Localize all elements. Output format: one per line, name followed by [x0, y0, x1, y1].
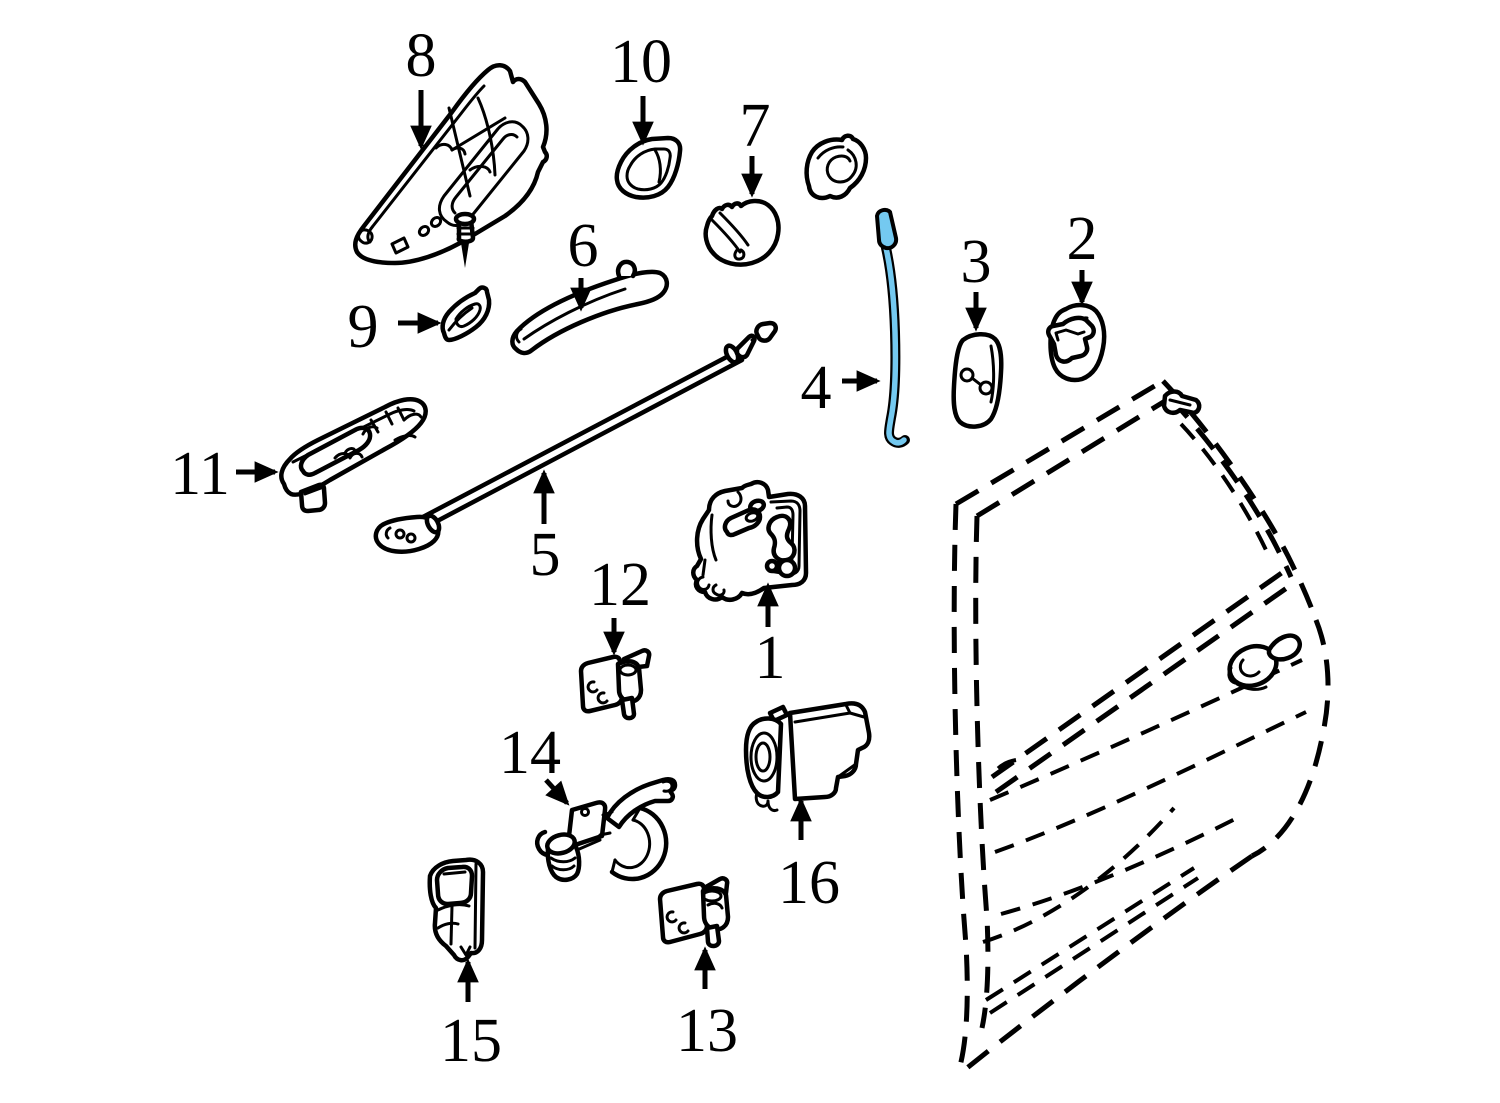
- part-2-lock-striker: [1045, 302, 1107, 383]
- callout-2-label: 2: [1067, 205, 1098, 273]
- part-12-upper-hinge: [578, 648, 652, 721]
- callout-10: 10: [610, 28, 672, 146]
- callout-4: 4: [801, 354, 881, 422]
- callout-4-label: 4: [801, 354, 832, 422]
- part-3-striker-wedge: [951, 332, 1004, 429]
- callout-6: 6: [568, 212, 599, 312]
- part-14-door-check-strap: [535, 776, 678, 883]
- part-4-lock-rod-highlighted: [874, 207, 910, 448]
- handle-end-cap: [804, 133, 869, 201]
- callout-16: 16: [778, 797, 840, 917]
- callout-11: 11: [170, 440, 279, 508]
- part-13-lower-hinge: [657, 876, 731, 949]
- part-8-handle-carrier-bracket: [353, 63, 549, 268]
- rear-door-outline: [951, 378, 1331, 1078]
- adjustment-screw: [453, 211, 477, 268]
- callout-14-label: 14: [499, 719, 561, 787]
- callout-1: 1: [755, 582, 786, 692]
- part-5-control-cable: [373, 320, 779, 554]
- part-9-clip: [440, 285, 492, 343]
- callout-13-label: 13: [676, 997, 738, 1065]
- callout-5: 5: [530, 469, 561, 589]
- callout-9-label: 9: [348, 293, 379, 361]
- callout-7-label: 7: [740, 92, 771, 160]
- part-7-handle-cover: [703, 198, 781, 267]
- part-11-inner-handle-carrier: [279, 397, 428, 514]
- callout-14-arrow: [544, 778, 570, 806]
- callouts: 1 2 3 4 5 6 7 8: [170, 22, 1097, 1075]
- callout-14: 14: [499, 719, 570, 806]
- callout-8: 8: [406, 22, 437, 150]
- window-frame-fitting: [1161, 389, 1202, 416]
- callout-3: 3: [961, 228, 992, 332]
- callout-10-label: 10: [610, 28, 672, 96]
- callout-7: 7: [740, 92, 771, 198]
- callout-8-label: 8: [406, 22, 437, 90]
- callout-13: 13: [676, 946, 738, 1065]
- part-10-escutcheon-cap: [614, 135, 683, 200]
- callout-15-label: 15: [440, 1007, 502, 1075]
- callout-5-label: 5: [530, 521, 561, 589]
- callout-3-label: 3: [961, 228, 992, 296]
- callout-12-label: 12: [589, 551, 651, 619]
- door-handle-on-door: [1227, 633, 1302, 691]
- callout-9: 9: [348, 293, 442, 361]
- callout-15: 15: [440, 958, 502, 1075]
- callout-12: 12: [589, 551, 651, 656]
- part-16-lock-actuator: [743, 701, 872, 812]
- part-1-door-latch: [691, 480, 809, 603]
- callout-6-label: 6: [568, 212, 599, 280]
- callout-1-label: 1: [755, 624, 786, 692]
- part-15-cover-bracket: [427, 857, 486, 963]
- part-6-outer-door-handle: [510, 259, 670, 356]
- callout-2: 2: [1067, 205, 1098, 306]
- callout-16-label: 16: [778, 849, 840, 917]
- callout-11-label: 11: [170, 440, 230, 508]
